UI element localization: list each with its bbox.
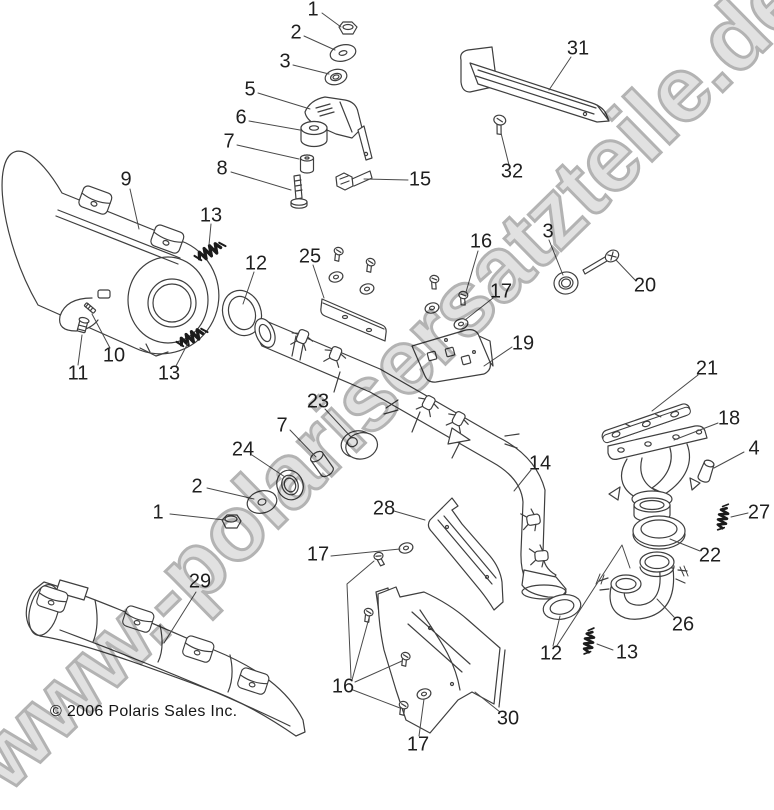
bushing-23-drawing	[340, 430, 379, 460]
bushing-drawing	[300, 120, 328, 148]
washer-17-t2	[358, 281, 376, 297]
callout-label: 19	[511, 332, 535, 355]
callout-label: 16	[331, 675, 355, 698]
callout-label: 8	[216, 157, 228, 180]
leader-lines	[77, 12, 749, 737]
callout-label: 5	[244, 78, 256, 101]
washer-3-right-drawing	[553, 271, 579, 295]
callout-label: 7	[223, 130, 235, 153]
heat-shield-28-drawing	[427, 497, 504, 611]
screw-16-t3	[427, 274, 441, 291]
screw-16-b2	[360, 606, 375, 624]
callout-label: 15	[408, 168, 432, 191]
hex-bolt-drawing	[335, 170, 373, 191]
bolt-drawing	[290, 174, 308, 209]
spring-13-c	[581, 625, 597, 657]
callout-label: 12	[539, 642, 563, 665]
washer-17-b1	[397, 540, 415, 556]
heat-shield-19-drawing	[411, 329, 494, 383]
callout-label: 31	[566, 37, 590, 60]
callout-label: 13	[199, 204, 223, 227]
callout-label: 18	[717, 407, 741, 430]
washer-17-t1	[327, 269, 345, 285]
pin-10-drawing	[83, 302, 97, 314]
callout-label: 32	[500, 160, 524, 183]
callout-label: 13	[615, 641, 639, 664]
mount-bracket-drawing	[304, 96, 373, 161]
callout-label: 17	[306, 543, 330, 566]
muffler-drawing	[1, 150, 220, 357]
callout-label: 3	[542, 220, 554, 243]
callout-label: 24	[231, 438, 255, 461]
heat-shield-30-drawing	[375, 586, 506, 734]
callout-label: 22	[698, 544, 722, 567]
callout-label: 27	[747, 501, 771, 524]
diagram-artwork	[1, 12, 749, 737]
callout-label: 3	[279, 50, 291, 73]
callout-label: 1	[152, 501, 164, 524]
gasket-21-drawing	[601, 403, 691, 444]
y-pipe-26-drawing	[595, 551, 689, 620]
spring-27-drawing	[714, 501, 732, 533]
bolt-20-drawing	[582, 249, 620, 275]
callout-label: 7	[276, 414, 288, 437]
seal-22-drawing	[632, 515, 686, 550]
screw-16-t2	[362, 256, 377, 274]
callout-label: 21	[695, 357, 719, 380]
callout-label: 29	[188, 570, 212, 593]
callout-label: 9	[120, 168, 132, 191]
callout-label: 4	[748, 437, 760, 460]
screw-32-drawing	[493, 114, 507, 136]
gasket-12-right-drawing	[542, 594, 582, 620]
callout-label: 1	[307, 0, 319, 21]
washer-17-t4	[452, 316, 470, 332]
washer-2-lower-drawing	[246, 490, 278, 514]
top-fastener-stack	[324, 21, 358, 86]
screw-16-t1	[330, 245, 345, 263]
exhaust-pipe-14-drawing	[254, 318, 567, 600]
callout-label: 26	[671, 613, 695, 636]
callout-label: 6	[235, 106, 247, 129]
bolt-11-drawing	[76, 316, 90, 334]
callout-label: 12	[244, 252, 268, 275]
callout-label: 28	[372, 497, 396, 520]
callout-label: 17	[406, 733, 430, 756]
heat-shield-25-drawing	[320, 298, 387, 342]
callout-label: 20	[633, 274, 657, 297]
spacer-drawing	[299, 154, 315, 174]
callout-label: 2	[290, 21, 302, 44]
callout-label: 2	[191, 475, 203, 498]
washer-17-t3	[423, 300, 441, 316]
screw-16-t4	[456, 290, 470, 307]
tailpipe-29-drawing	[25, 579, 306, 737]
nut-1-lower-drawing	[221, 514, 242, 529]
callout-label: 14	[528, 452, 552, 475]
gasket-24-drawing	[276, 469, 304, 501]
callout-label: 17	[489, 280, 513, 303]
spring-13-a	[191, 237, 229, 265]
heat-shield-31-drawing	[460, 46, 610, 123]
callout-label: 11	[67, 362, 89, 385]
manifold-18-drawing	[607, 425, 708, 523]
copyright-text: © 2006 Polaris Sales Inc.	[50, 703, 238, 720]
callout-label: 25	[298, 245, 322, 268]
plug-4-drawing	[697, 459, 715, 483]
screw-16-b1	[372, 550, 387, 568]
callout-label: 10	[102, 344, 126, 367]
callout-label: 13	[157, 362, 181, 385]
callout-label: 23	[306, 390, 330, 413]
callout-label: 30	[496, 707, 520, 730]
gasket-12-left-drawing	[221, 289, 263, 337]
callout-label: 16	[469, 230, 493, 253]
